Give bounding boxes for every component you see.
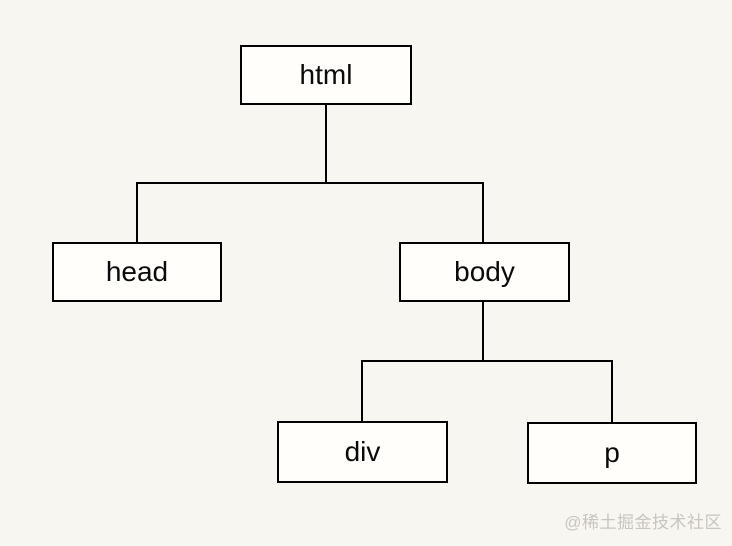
node-head: head (52, 242, 222, 302)
node-html-label: html (299, 59, 353, 90)
node-body: body (399, 242, 570, 302)
node-div: div (277, 421, 448, 483)
node-p: p (527, 422, 697, 484)
node-p-label: p (604, 437, 620, 468)
node-body-label: body (454, 256, 515, 287)
node-div-label: div (344, 436, 381, 467)
watermark: @稀土掘金技术社区 (564, 513, 722, 532)
connector-html-children (136, 104, 484, 242)
node-html: html (240, 45, 412, 105)
connector-body-children (361, 301, 613, 422)
node-head-label: head (105, 256, 169, 287)
